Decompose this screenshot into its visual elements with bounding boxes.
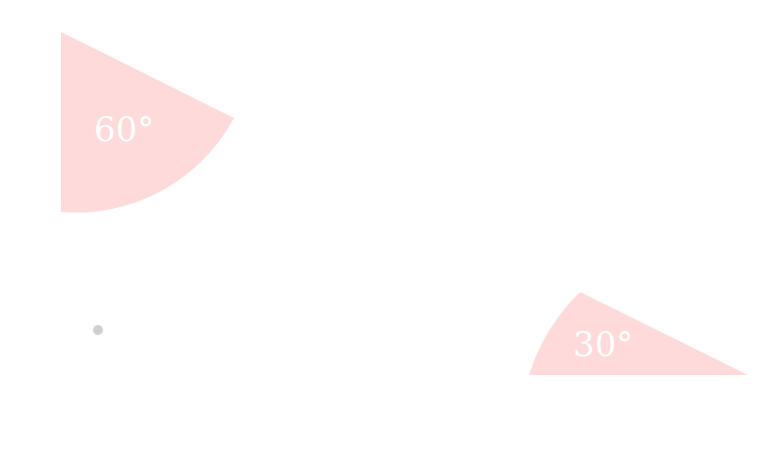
angle-30-label: 30°	[573, 325, 633, 365]
angle-60-sector	[61, 32, 234, 213]
point-dot	[93, 325, 103, 335]
angle-60-group: 60°	[61, 32, 234, 213]
angle-30-group: 30°	[529, 292, 748, 375]
angle-60-label: 60°	[94, 110, 154, 150]
angle-30-sector	[529, 292, 748, 375]
